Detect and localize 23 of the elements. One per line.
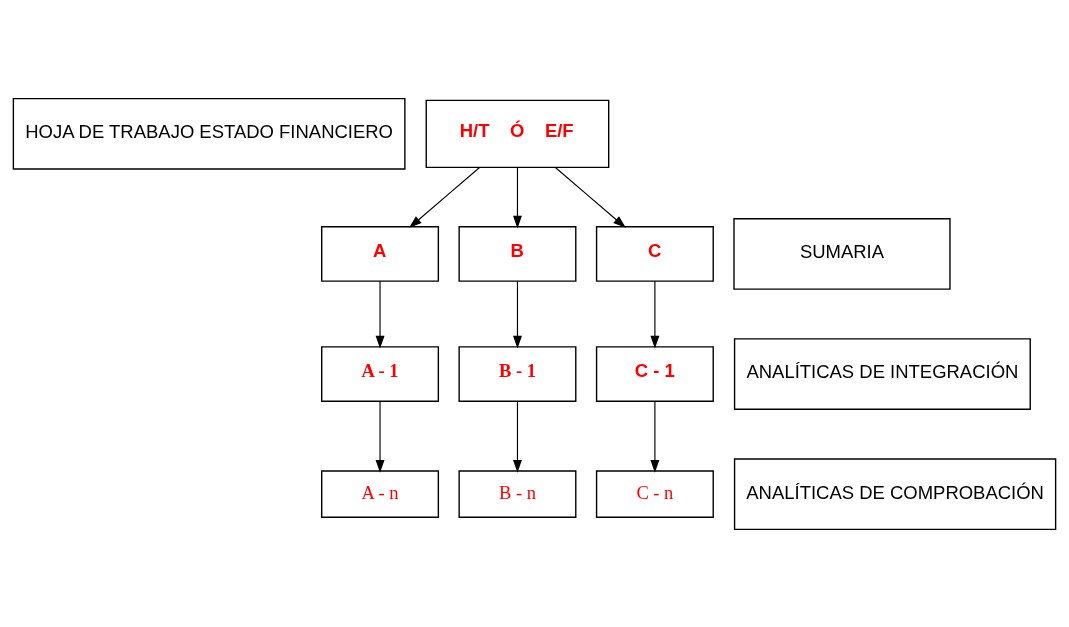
arrow (375, 280, 385, 349)
node-box: A - 1 (321, 345, 440, 402)
arrow (513, 280, 522, 349)
node-box: B - 1 (458, 345, 577, 402)
node-box: C (595, 225, 714, 282)
arrow (513, 166, 522, 228)
node-box: ANALÍTICAS DE COMPROBACIÓN (733, 457, 1057, 530)
node-box: A - n (321, 469, 440, 518)
node-box: SUMARIA (733, 217, 951, 290)
node-box: C - 1 (595, 345, 714, 402)
arrow (554, 166, 626, 228)
node-box: B (458, 225, 577, 282)
arrow (375, 400, 385, 473)
node-box: B - n (458, 469, 577, 518)
arrow (409, 166, 481, 228)
node-box: A (321, 225, 440, 282)
node-box: HOJA DE TRABAJO ESTADO FINANCIERO (12, 97, 406, 170)
arrow (650, 280, 660, 349)
arrow (513, 400, 522, 473)
node-box: C - n (595, 469, 714, 518)
arrow (650, 400, 660, 473)
node-box: ANALÍTICAS DE INTEGRACIÓN (733, 337, 1031, 410)
node-box: H/T Ó E/F (425, 99, 610, 168)
